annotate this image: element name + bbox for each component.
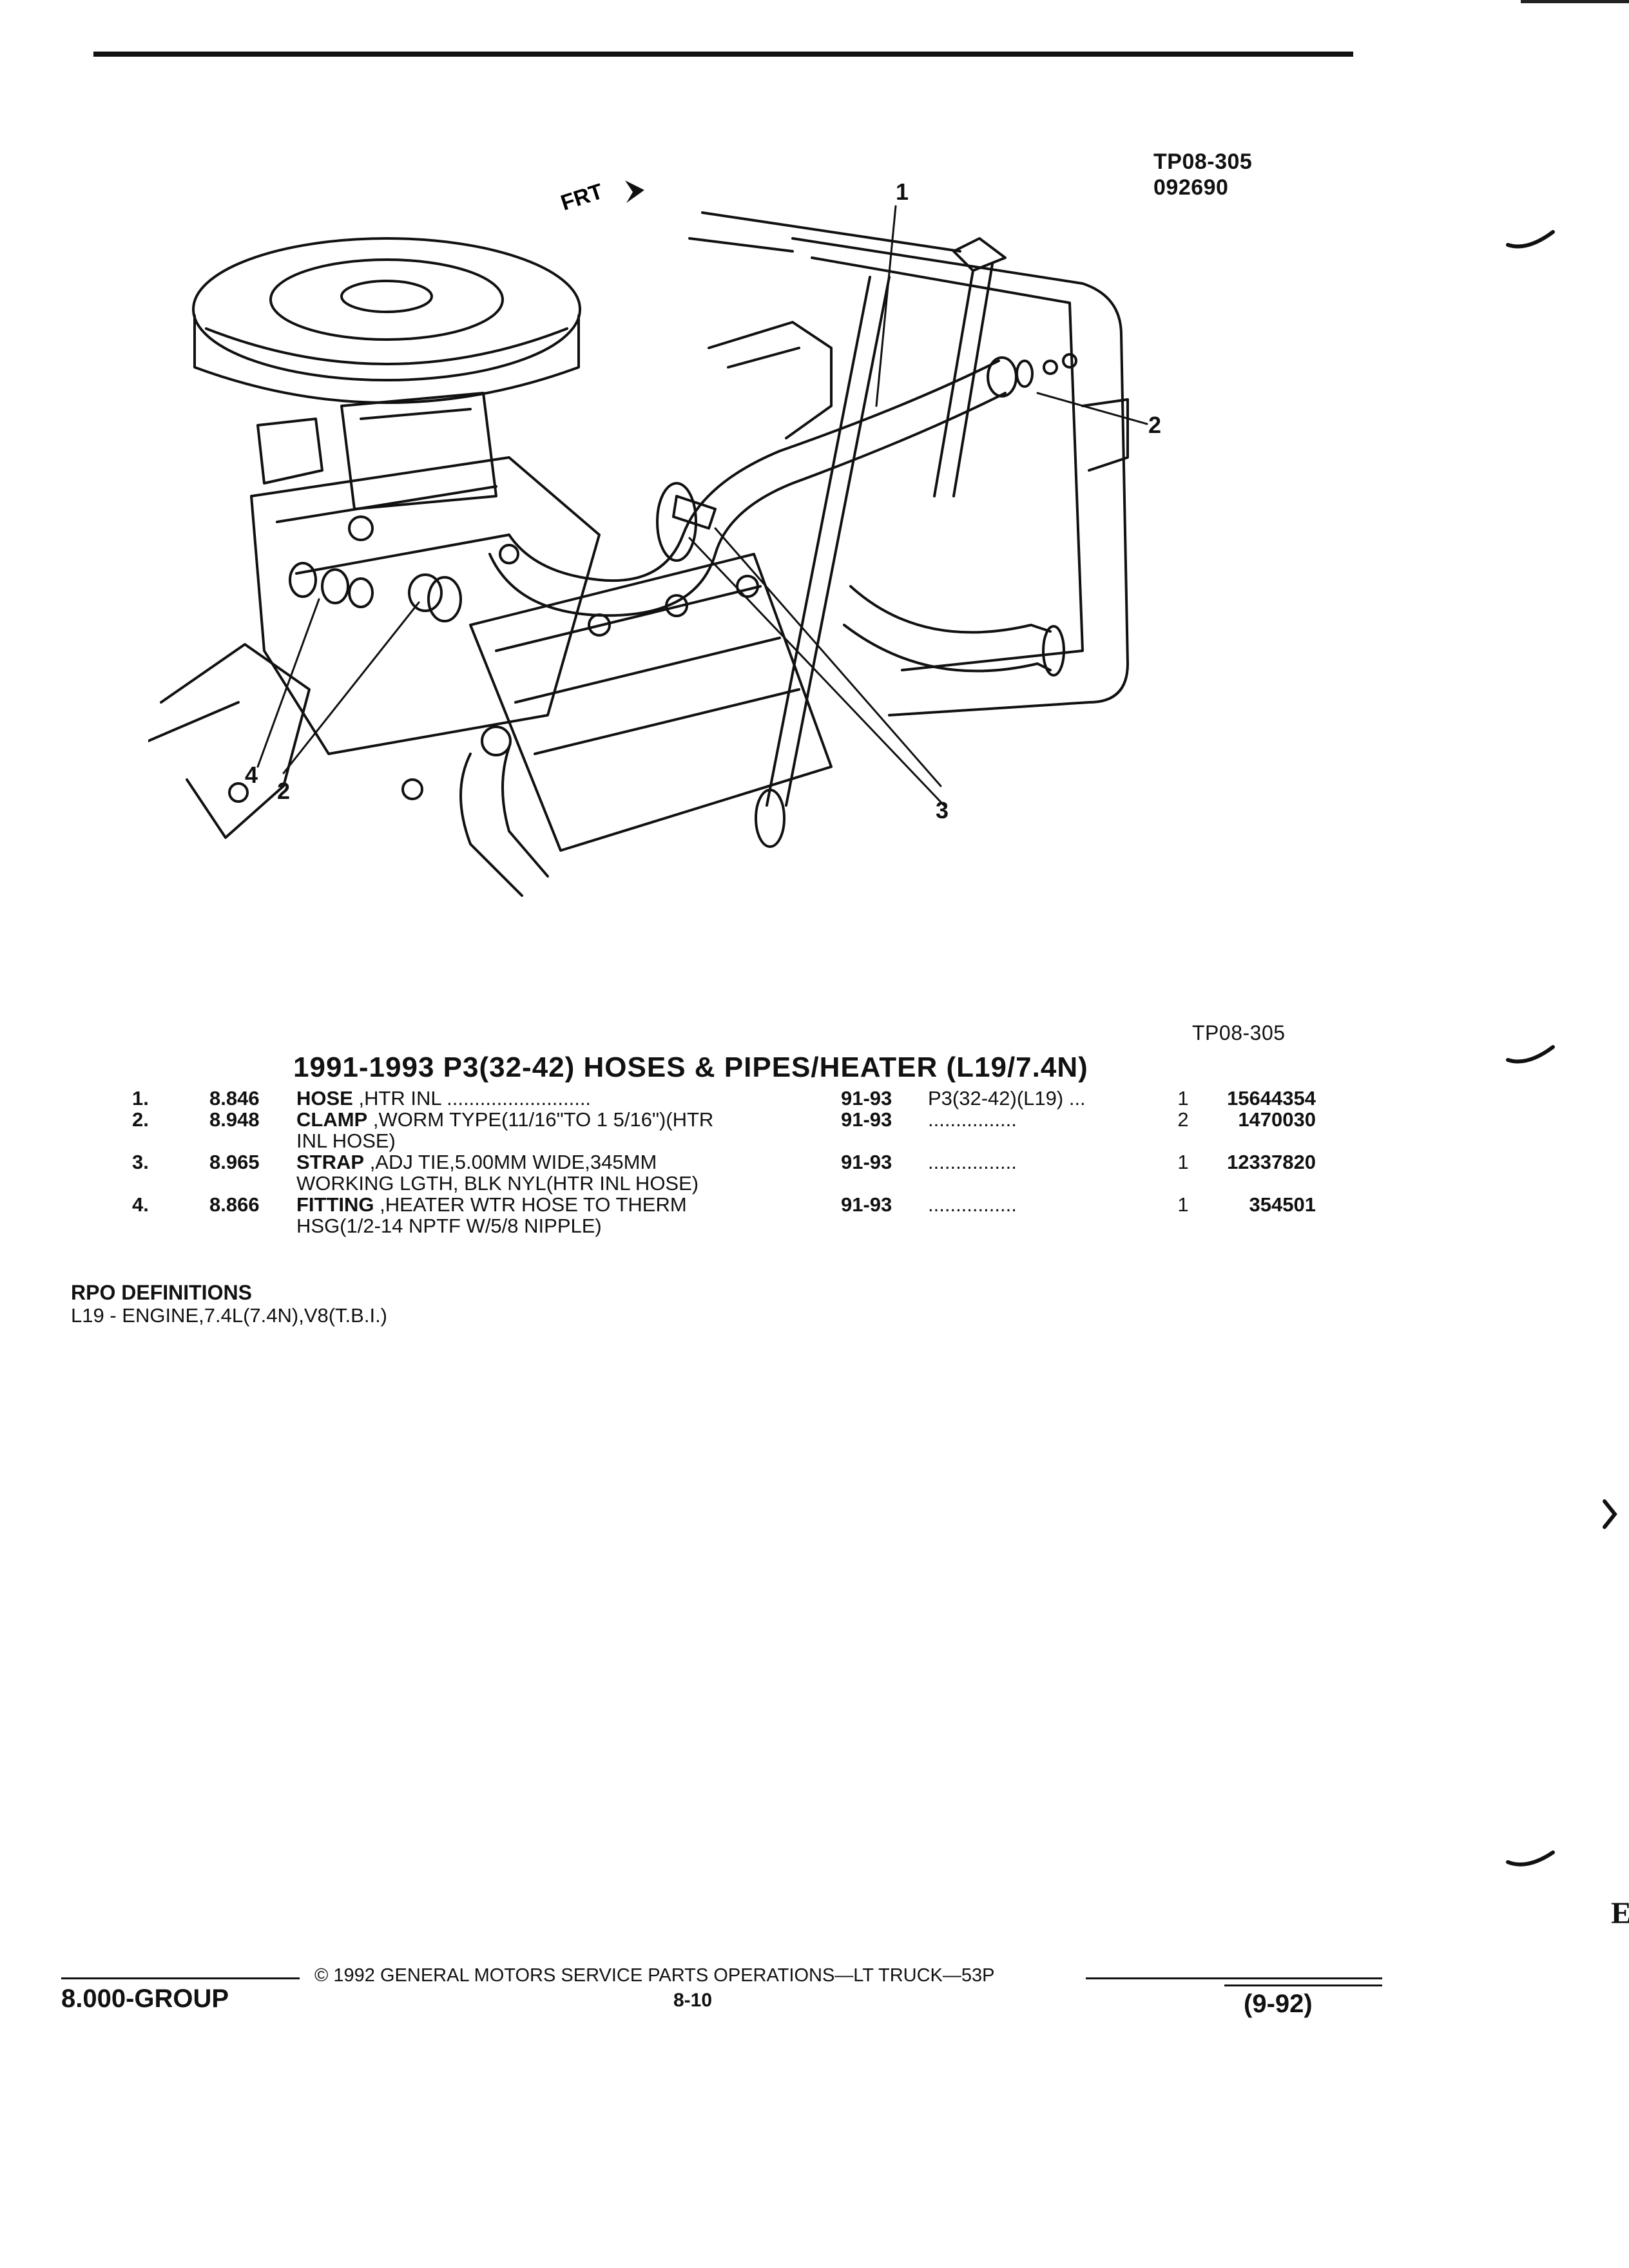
front-arrow-icon	[625, 180, 644, 203]
callout-3: 3	[936, 797, 949, 823]
rpo-definitions-heading: RPO DEFINITIONS	[71, 1281, 252, 1304]
section-number: 8.866	[209, 1193, 260, 1216]
parts-row-4: 4. 8.866 FITTING ,HEATER WTR HOSE TO THE…	[132, 1194, 1316, 1236]
footer-rule-left	[61, 1977, 300, 1979]
section-title: 1991-1993 P3(32-42) HOSES & PIPES/HEATER…	[293, 1052, 1088, 1083]
part-description: HOSE ,HTR INL ..........................	[296, 1087, 592, 1110]
model-usage: ................	[928, 1193, 1017, 1216]
figure-code: TP08-305	[1153, 149, 1253, 174]
parts-row-1: 1. 8.846 HOSE ,HTR INL .................…	[132, 1088, 1316, 1109]
header-rule	[93, 52, 1353, 57]
figure-date-code: 092690	[1153, 175, 1229, 200]
section-number: 8.846	[209, 1087, 260, 1110]
model-usage: ................	[928, 1151, 1017, 1173]
parts-row-3: 3. 8.965 STRAP ,ADJ TIE,5.00MM WIDE,345M…	[132, 1151, 1316, 1194]
callout-4: 4	[245, 762, 258, 788]
model-years: 91-93	[841, 1108, 892, 1131]
part-number: 354501	[1249, 1193, 1316, 1216]
model-usage: ................	[928, 1108, 1017, 1131]
quantity: 1	[1177, 1151, 1189, 1173]
model-years: 91-93	[841, 1151, 892, 1173]
item-number: 1.	[132, 1087, 149, 1110]
quantity: 2	[1177, 1108, 1189, 1131]
page-number: 8-10	[673, 1990, 713, 2011]
part-number: 15644354	[1227, 1087, 1316, 1110]
model-years: 91-93	[841, 1193, 892, 1216]
part-number: 12337820	[1227, 1151, 1316, 1173]
front-label: FRT	[558, 179, 606, 216]
air-cleaner-lid	[192, 237, 581, 381]
rpo-definition-l19: L19 - ENGINE,7.4L(7.4N),V8(T.B.I.)	[71, 1304, 388, 1327]
parts-row-2: 2. 8.948 CLAMP ,WORM TYPE(11/16"TO 1 5/1…	[132, 1109, 1316, 1151]
callout-1: 1	[896, 178, 909, 205]
part-number: 1470030	[1238, 1108, 1316, 1131]
page-edge-marks: E	[1506, 230, 1629, 1930]
group-label: 8.000-GROUP	[61, 1984, 229, 2013]
hose-clamp-radiator	[987, 356, 1017, 398]
item-number: 2.	[132, 1108, 149, 1131]
footer-rule-right	[1086, 1977, 1382, 1979]
quantity: 1	[1177, 1193, 1189, 1216]
section-number: 8.948	[209, 1108, 260, 1131]
model-years: 91-93	[841, 1087, 892, 1110]
figure-code-bottom: TP08-305	[1192, 1021, 1286, 1044]
footer-rule-right-lower	[1224, 1984, 1382, 1986]
edge-letter: E	[1611, 1896, 1629, 1930]
model-usage: P3(32-42)(L19) ...	[928, 1087, 1086, 1110]
parts-list: 1. 8.846 HOSE ,HTR INL .................…	[132, 1088, 1316, 1236]
engine-heater-hose-illustration: FRT 1 2 2 3 4	[148, 178, 1161, 897]
revision-date: (9-92)	[1244, 1990, 1313, 2018]
item-number: 3.	[132, 1151, 149, 1173]
callout-2-left: 2	[277, 778, 290, 804]
section-number: 8.965	[209, 1151, 260, 1173]
corner-rule	[1521, 0, 1629, 3]
copyright-line: © 1992 GENERAL MOTORS SERVICE PARTS OPER…	[314, 1965, 995, 1986]
quantity: 1	[1177, 1087, 1189, 1110]
item-number: 4.	[132, 1193, 149, 1216]
callout-2-right: 2	[1148, 412, 1161, 438]
